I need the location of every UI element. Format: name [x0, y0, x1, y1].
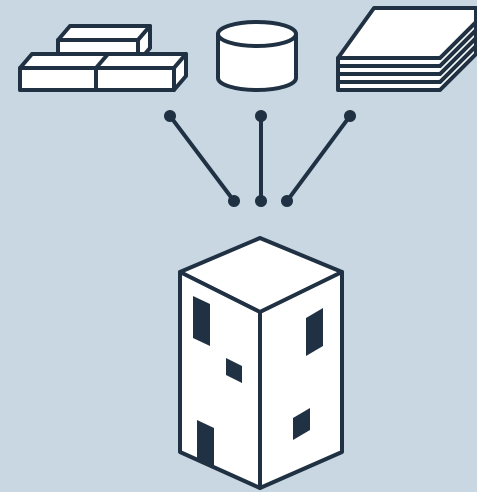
connector-dots: [164, 110, 356, 207]
dot-top-center: [255, 110, 267, 122]
dot-bottom-center: [255, 195, 267, 207]
building-icon: [178, 236, 344, 490]
building-right-face: [258, 270, 344, 490]
dot-top-left: [164, 110, 176, 122]
bricks-icon: [18, 24, 188, 92]
building-windows: [193, 296, 323, 466]
connector-left: [168, 114, 236, 203]
database-cylinder-icon: [216, 20, 298, 92]
dot-bottom-left: [228, 195, 240, 207]
connector-right: [285, 114, 352, 203]
dot-bottom-right: [281, 195, 293, 207]
building-left-face: [178, 270, 262, 490]
connectors: [168, 114, 352, 203]
dot-top-right: [344, 110, 356, 122]
stacked-sheets-icon: [336, 6, 477, 92]
